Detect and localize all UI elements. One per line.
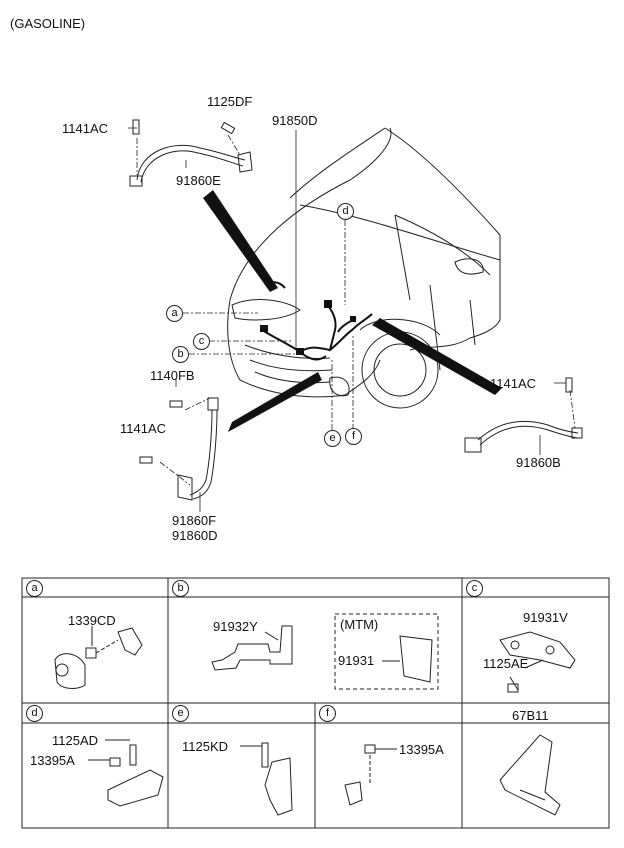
part-label: 91932Y bbox=[213, 619, 258, 634]
cable-91860b bbox=[477, 420, 579, 441]
part-label: 91860E bbox=[176, 173, 221, 188]
cable-91860f bbox=[189, 409, 213, 496]
part-label: 91860F bbox=[172, 513, 217, 528]
callout-b: b bbox=[172, 346, 189, 363]
table-cell-key-d: d bbox=[26, 705, 43, 722]
part-label: 1125AD bbox=[52, 733, 99, 748]
part-label: 1125DF bbox=[207, 94, 253, 109]
table-cell-key-b: b bbox=[172, 580, 189, 597]
part-label: 13395A bbox=[30, 753, 75, 768]
callout-c: c bbox=[193, 333, 210, 350]
group-label: (MTM) bbox=[340, 617, 379, 632]
callout-f: f bbox=[345, 428, 362, 445]
part-label: 1339CD bbox=[68, 613, 116, 628]
part-label: 91931 bbox=[338, 653, 375, 668]
part-label: 1125AE bbox=[483, 656, 529, 671]
part-label: 13395A bbox=[399, 742, 444, 757]
table-cell-key-c: c bbox=[466, 580, 483, 597]
callout-e: e bbox=[324, 430, 341, 447]
part-label: 1141AC bbox=[490, 376, 537, 391]
car-outline bbox=[229, 127, 392, 301]
part-label: 91860D bbox=[172, 528, 218, 543]
part-label: 1141AC bbox=[120, 421, 167, 436]
part-label: 1140FB bbox=[150, 368, 195, 383]
table-cell-key-a: a bbox=[26, 580, 43, 597]
table-cell-title: 67B11 bbox=[512, 708, 549, 723]
callout-a: a bbox=[166, 305, 183, 322]
callout-d: d bbox=[337, 203, 354, 220]
table-cell-key-e: e bbox=[172, 705, 189, 722]
parts-table-grid bbox=[21, 577, 610, 829]
pointer-wedges bbox=[203, 190, 502, 432]
part-label: 91931V bbox=[523, 610, 568, 625]
part-label: 1141AC bbox=[62, 121, 109, 136]
part-label: 1125KD bbox=[182, 739, 229, 754]
part-label: 91850D bbox=[272, 113, 318, 128]
table-cell-key-f: f bbox=[319, 705, 336, 722]
cable-91860e bbox=[136, 144, 246, 181]
page-title: (GASOLINE) bbox=[10, 16, 86, 31]
part-label: 91860B bbox=[516, 455, 561, 470]
